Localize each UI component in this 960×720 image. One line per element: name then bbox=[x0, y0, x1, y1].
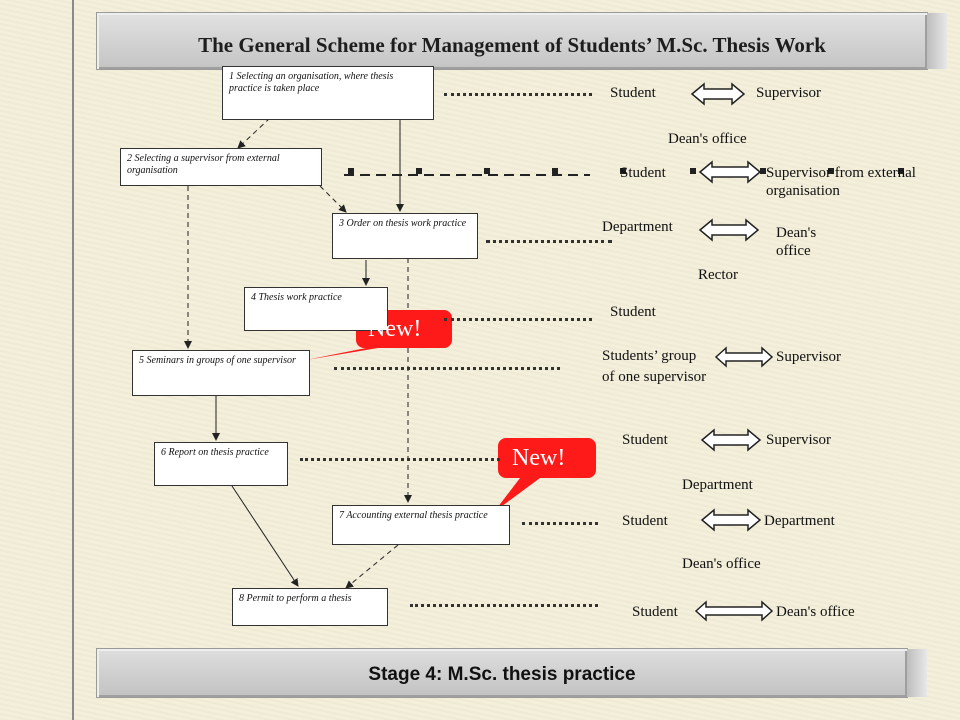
arrow-7-to-8 bbox=[345, 544, 399, 589]
step-box-6: 6 Report on thesis practice bbox=[154, 442, 288, 486]
role-student-7: Student bbox=[622, 513, 668, 529]
arrow-1-to-2 bbox=[237, 117, 271, 149]
callout-new-label-1: New! bbox=[368, 316, 422, 342]
step-box-7: 7 Accounting external thesis practice bbox=[332, 505, 510, 545]
role-student-4: Student bbox=[610, 304, 656, 320]
role-students-group-5: Students’ group of one supervisor bbox=[602, 348, 707, 385]
role-department-3: Department bbox=[602, 219, 673, 235]
step-box-8: 8 Permit to perform a thesis bbox=[232, 588, 388, 626]
step-box-4: 4 Thesis work practice bbox=[244, 287, 388, 331]
role-deans-office-7: Dean's office bbox=[682, 556, 761, 572]
step-box-1: 1 Selecting an organisation, where thesi… bbox=[222, 66, 434, 120]
double-arrow-icon-2 bbox=[698, 160, 762, 184]
leader-line-7 bbox=[522, 522, 598, 525]
arrow-2-to-3 bbox=[319, 185, 347, 213]
role-department-6: Department bbox=[682, 477, 753, 493]
step-box-5: 5 Seminars in groups of one supervisor bbox=[132, 350, 310, 396]
role-student-1: Student bbox=[610, 85, 656, 101]
title-bar: The General Scheme for Management of Stu… bbox=[96, 12, 947, 70]
row2-dash-dot-line bbox=[344, 168, 904, 176]
double-arrow-icon-8 bbox=[694, 600, 774, 622]
leader-line-4 bbox=[444, 318, 592, 321]
role-supervisor-6: Supervisor bbox=[766, 432, 831, 448]
callout-new-label-2: New! bbox=[512, 445, 566, 471]
role-student-6: Student bbox=[622, 432, 668, 448]
double-arrow-icon-7 bbox=[700, 508, 762, 532]
leader-line-5 bbox=[334, 367, 560, 370]
left-border-line bbox=[72, 0, 74, 720]
step-box-3: 3 Order on thesis work practice bbox=[332, 213, 478, 259]
leader-line-1 bbox=[444, 93, 592, 96]
role-external-supervisor-2: Supervisor from external organisation bbox=[766, 165, 916, 199]
role-deans-office-8: Dean's office bbox=[776, 604, 855, 620]
leader-line-3 bbox=[486, 240, 612, 243]
stage-bar: Stage 4: M.Sc. thesis practice bbox=[96, 648, 927, 698]
role-student-8: Student bbox=[632, 604, 678, 620]
callout-bubble-2 bbox=[494, 438, 596, 512]
role-department-7: Department bbox=[764, 513, 835, 529]
slide-title: The General Scheme for Management of Stu… bbox=[198, 33, 826, 57]
callout-bubble-1 bbox=[306, 310, 452, 360]
double-arrow-icon-6 bbox=[700, 428, 762, 452]
role-rector-3: Rector bbox=[698, 267, 738, 283]
role-deans-office-1: Dean's office bbox=[668, 131, 747, 147]
role-deans-office-3: Dean's office bbox=[776, 225, 817, 259]
double-arrow-icon-3 bbox=[698, 218, 760, 242]
step-box-2: 2 Selecting a supervisor from external o… bbox=[120, 148, 322, 186]
double-arrow-icon-5 bbox=[714, 346, 774, 368]
role-supervisor-1: Supervisor bbox=[756, 85, 821, 101]
double-arrow-icon-1 bbox=[690, 82, 746, 106]
stage-label: Stage 4: M.Sc. thesis practice bbox=[368, 664, 636, 685]
role-supervisor-5: Supervisor bbox=[776, 349, 841, 365]
leader-line-6 bbox=[300, 458, 500, 461]
role-student-2: Student bbox=[620, 165, 666, 181]
arrow-6-to-8 bbox=[231, 485, 299, 587]
leader-line-8 bbox=[410, 604, 598, 607]
